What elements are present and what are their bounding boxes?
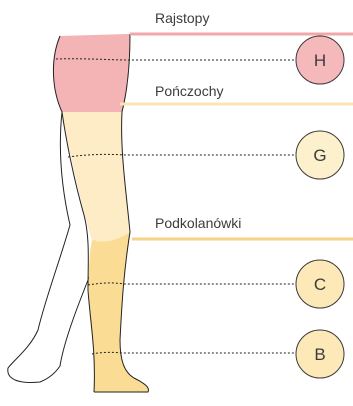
thigh-region [62,112,130,242]
measure-h-letter: H [314,51,326,70]
calf-region [89,232,149,392]
measure-b-badge: B [296,330,344,378]
measure-c-badge: C [296,260,344,308]
hip-region [53,34,130,112]
measure-g-badge: G [296,131,344,179]
measure-h-badge: H [296,36,344,84]
measure-g-letter: G [313,146,326,165]
measure-b-letter: B [314,345,325,364]
podkolanowki-label: Podkolanówki [155,215,241,231]
ponczochy-label: Pończochy [155,83,223,99]
measure-c-letter: C [314,275,326,294]
b-measure-line [92,352,296,354]
rajstopy-label: Rajstopy [155,10,209,26]
